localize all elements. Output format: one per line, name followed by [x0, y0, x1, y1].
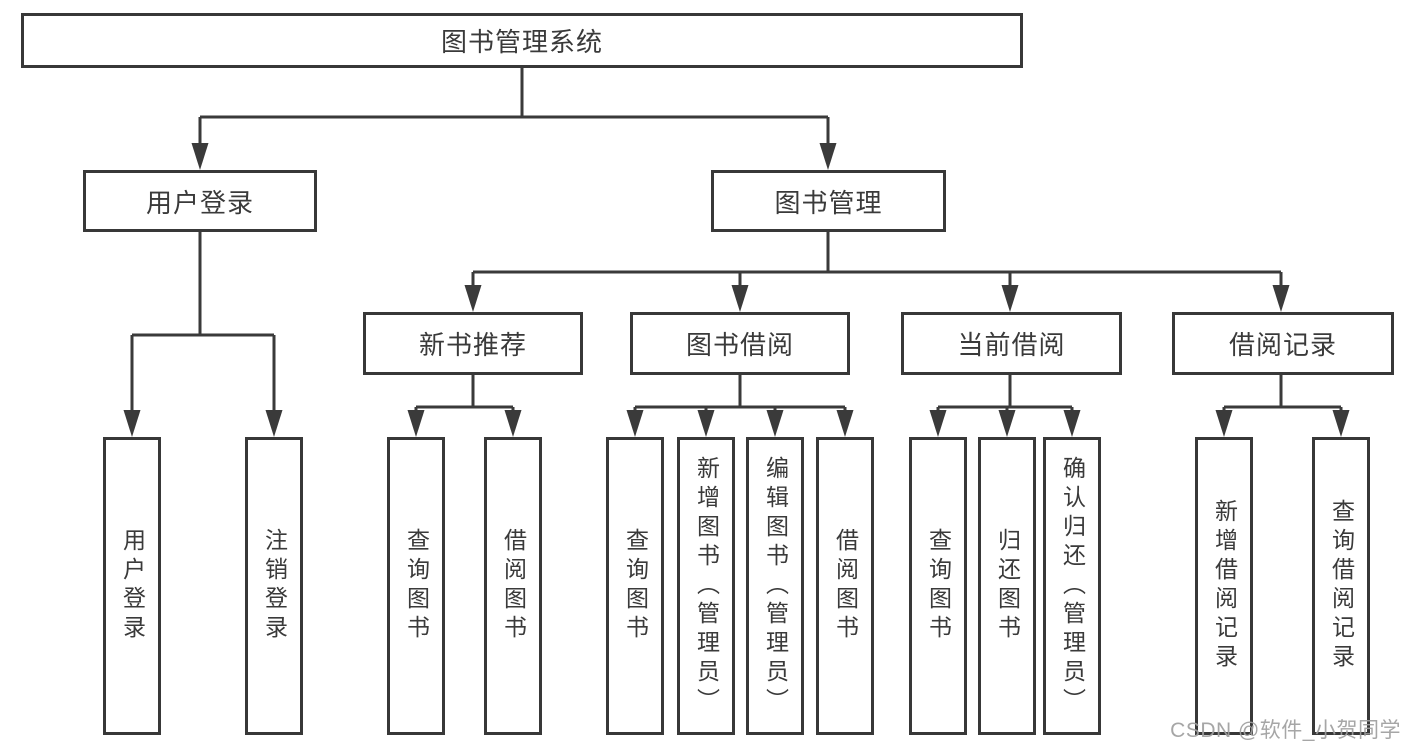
arrowhead-icon [626, 410, 644, 437]
leaf-return-books: 归还图书 [978, 437, 1036, 735]
leaf-query-books-current: 查询图书 [909, 437, 967, 735]
arrowheads [123, 143, 1350, 437]
leaf-add-books-admin: 新增图书（管理员） [677, 437, 735, 735]
leaf-borrow-books: 借阅图书 [816, 437, 874, 735]
watermark: CSDN @软件_小贺同学 [1170, 719, 1401, 742]
node-library-system: 图书管理系统 [21, 13, 1023, 68]
arrowhead-icon [697, 410, 715, 437]
connector-root-to-level2 [198, 68, 830, 150]
arrowhead-icon [836, 410, 854, 437]
arrowhead-icon [1063, 410, 1081, 437]
arrowhead-icon [1272, 285, 1290, 312]
arrowhead-icon [731, 285, 749, 312]
node-current-borrowing: 当前借阅 [901, 312, 1122, 375]
leaf-query-books-borrow: 查询图书 [606, 437, 664, 735]
connector-records-to-leaves [1222, 375, 1343, 418]
node-borrowing-records: 借阅记录 [1172, 312, 1394, 375]
leaf-user-login: 用户登录 [103, 437, 161, 735]
node-new-book-recommendation: 新书推荐 [363, 312, 583, 375]
node-book-management: 图书管理 [711, 170, 946, 232]
arrowhead-icon [766, 410, 784, 437]
leaf-query-books-recommend: 查询图书 [387, 437, 445, 735]
node-user-login: 用户登录 [83, 170, 317, 232]
leaf-confirm-return-admin: 确认归还（管理员） [1043, 437, 1101, 735]
arrowhead-icon [929, 410, 947, 437]
arrowhead-icon [998, 410, 1016, 437]
leaf-add-borrow-record: 新增借阅记录 [1195, 437, 1253, 735]
arrowhead-icon [819, 143, 837, 170]
arrowhead-icon [1332, 410, 1350, 437]
arrowhead-icon [265, 410, 283, 437]
connector-bookborrow-to-leaves [633, 375, 847, 418]
leaf-edit-books-admin: 编辑图书（管理员） [746, 437, 804, 735]
connector-newbook-to-leaves [414, 375, 515, 418]
arrowhead-icon [407, 410, 425, 437]
leaf-borrow-books-recommend: 借阅图书 [484, 437, 542, 735]
connector-userlogin-to-leaves [130, 232, 276, 418]
arrowhead-icon [123, 410, 141, 437]
arrowhead-icon [464, 285, 482, 312]
arrowhead-icon [191, 143, 209, 170]
leaf-logout: 注销登录 [245, 437, 303, 735]
leaf-query-borrow-record: 查询借阅记录 [1312, 437, 1370, 735]
arrowhead-icon [1001, 285, 1019, 312]
node-book-borrowing: 图书借阅 [630, 312, 850, 375]
arrowhead-icon [504, 410, 522, 437]
arrowhead-icon [1215, 410, 1233, 437]
connector-bookmgmt-to-level3 [471, 232, 1283, 292]
